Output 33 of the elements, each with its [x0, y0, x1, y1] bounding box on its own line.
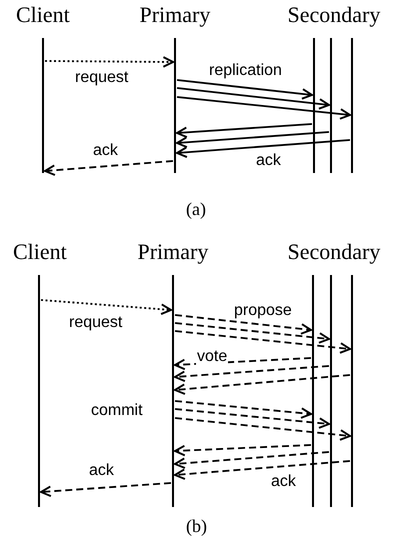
arrow — [174, 408, 330, 429]
arrow — [45, 56, 174, 68]
arrow — [174, 374, 350, 395]
edge-label: request — [74, 69, 130, 87]
arrow — [174, 417, 351, 441]
arrow — [40, 299, 172, 315]
participant-label: Client — [13, 240, 67, 264]
participant-label: Primary — [138, 240, 208, 264]
arrow — [174, 314, 312, 335]
participant-label: Primary — [140, 3, 210, 27]
panel-label: (b) — [186, 516, 207, 536]
arrow — [40, 482, 172, 498]
arrow — [174, 365, 330, 382]
arrow — [176, 87, 330, 110]
arrow — [174, 460, 350, 480]
arrow — [174, 330, 351, 354]
participant-label: Secondary — [288, 240, 380, 264]
arrow — [44, 160, 174, 176]
edge-label: replication — [208, 62, 283, 80]
arrow — [174, 400, 312, 419]
arrow — [176, 139, 350, 158]
arrow — [176, 96, 351, 120]
edge-label: request — [68, 314, 124, 332]
edge-label: vote — [196, 348, 228, 366]
arrow — [176, 79, 313, 100]
arrow — [174, 322, 330, 344]
participant-label: Secondary — [288, 3, 380, 27]
arrow — [174, 444, 312, 456]
participant-label: Client — [16, 3, 70, 27]
arrow — [174, 451, 330, 469]
panel-label: (a) — [186, 199, 206, 219]
arrow — [176, 123, 312, 138]
arrow — [176, 131, 330, 148]
